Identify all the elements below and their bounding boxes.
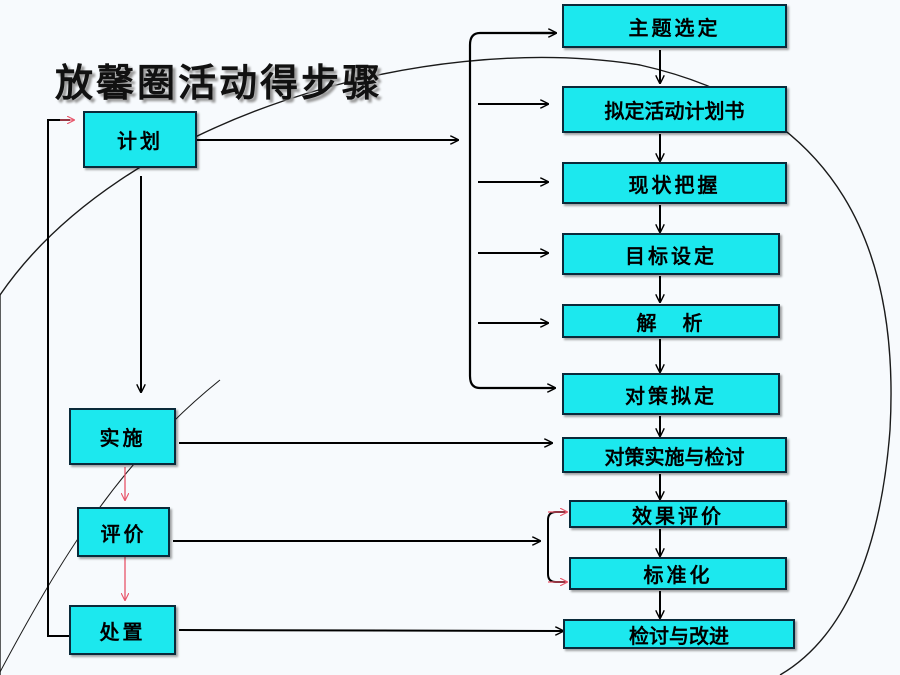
step-effect-evaluation: 效果评价: [569, 500, 787, 528]
page-title: 放馨圈活动得步骤: [55, 60, 384, 105]
phase-check-label: 评价: [100, 521, 147, 546]
check-steps-bracket: [547, 511, 566, 583]
step-standardization: 标准化: [569, 557, 787, 590]
step-goal-setting: 目标设定: [562, 233, 780, 275]
step-analysis: 解 析: [562, 304, 780, 338]
cycle-loop-line: [47, 119, 70, 637]
phase-plan-label: 计划: [117, 129, 163, 153]
phase-check-box: 评价: [77, 507, 170, 557]
act-to-step-arrow: [178, 630, 563, 631]
step-countermeasure-plan: 对策拟定: [562, 373, 780, 415]
step-current-status: 现状把握: [562, 162, 787, 204]
step-theme-selection: 主题选定: [562, 4, 787, 48]
phase-do-label: 实施: [99, 426, 146, 450]
phase-plan-box: 计划: [83, 111, 197, 168]
phase-act-box: 处置: [69, 605, 176, 655]
phase-act-label: 处置: [99, 619, 146, 644]
step-activity-plan: 拟定活动计划书: [562, 86, 787, 133]
plan-steps-bracket: [468, 31, 555, 388]
phase-do-box: 实施: [69, 408, 176, 465]
step-countermeasure-implementation: 对策实施与检讨: [562, 437, 787, 473]
step-review-improve: 检讨与改进: [563, 619, 795, 649]
